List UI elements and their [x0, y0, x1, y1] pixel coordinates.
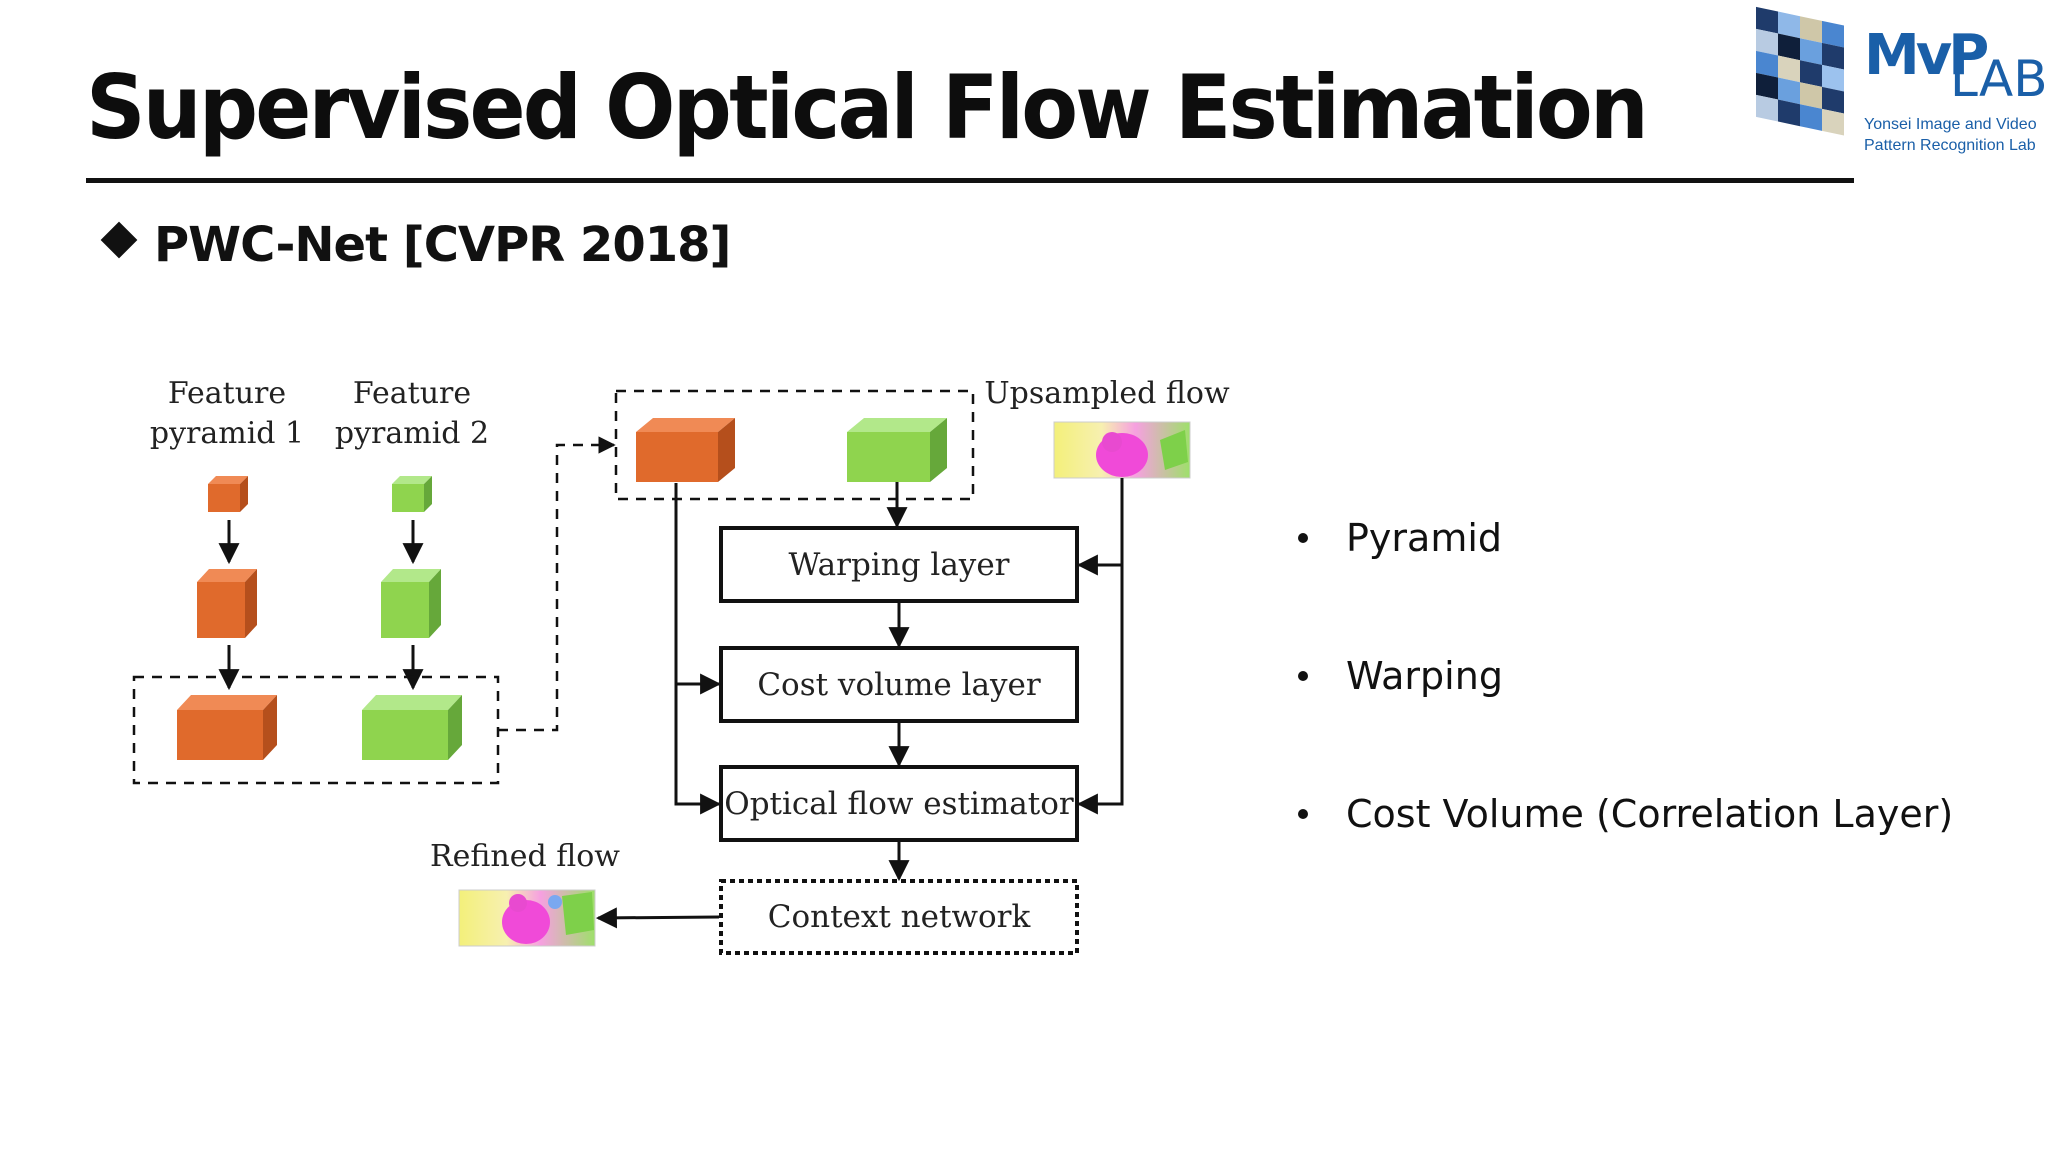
logo-mark: MvP [1864, 23, 1989, 88]
pyramid-2-level-small [392, 476, 432, 512]
bullet-dot-icon [1298, 533, 1308, 543]
optical-flow-estimator-label: Optical flow estimator [724, 786, 1074, 822]
context-network-label: Context network [768, 899, 1031, 935]
pyramid-2-level-large [362, 695, 462, 760]
warping-layer-block [719, 526, 1079, 603]
feature-pyramid-2-label-line2: pyramid 2 [335, 416, 489, 451]
logo-mosaic-icon [1756, 6, 1844, 136]
pyramid-2-level-medium [381, 569, 441, 638]
subtitle-row: PWC-Net [CVPR 2018] [100, 215, 731, 275]
bullet-dot-icon [1298, 809, 1308, 819]
context-to-refined-arrow [595, 907, 720, 929]
subtitle: PWC-Net [CVPR 2018] [154, 217, 731, 273]
level-connector-arrow [498, 436, 616, 732]
feature-pyramid-1-label-line2: pyramid 1 [150, 416, 304, 451]
feature-pyramid-1-label: Feature [168, 376, 286, 411]
list-item-text: Warping [1346, 654, 1503, 698]
list-item: Warping [1290, 643, 1953, 781]
pyramid-1-level-medium [197, 569, 257, 638]
upsampled-flow-label: Upsampled flow [984, 376, 1230, 411]
logo-caption-line-2: Pattern Recognition Lab [1864, 137, 2036, 154]
flow-to-estimator-arrow [1076, 478, 1124, 815]
slide-title: Supervised Optical Flow Estimation [86, 56, 1649, 159]
title-divider [86, 178, 1854, 183]
current-feature-2 [847, 418, 947, 482]
refined-flow-image [458, 889, 596, 947]
optical-flow-estimator-block [719, 765, 1079, 842]
list-item-text: Pyramid [1346, 516, 1503, 560]
logo-mark-lab: LAB [1950, 50, 2048, 108]
logo-caption-line-1: Yonsei Image and Video [1864, 116, 2037, 133]
lab-logo: MvP LAB Yonsei Image and Video Pattern R… [1752, 6, 2048, 176]
warping-layer-label: Warping layer [789, 547, 1010, 583]
feature1-to-estimator-arrow [674, 483, 722, 815]
key-points-list: Pyramid Warping Cost Volume (Correlation… [1290, 505, 1953, 919]
upsampled-flow-image [1053, 421, 1191, 479]
refined-flow-label: Refined flow [430, 839, 620, 874]
list-item: Pyramid [1290, 505, 1953, 643]
cost-volume-layer-label: Cost volume layer [757, 667, 1041, 703]
bullet-dot-icon [1298, 671, 1308, 681]
context-network-block [719, 879, 1079, 955]
pyramid-1-level-small [208, 476, 248, 512]
feature-pyramid-2-label: Feature [353, 376, 471, 411]
list-item: Cost Volume (Correlation Layer) [1290, 781, 1953, 919]
list-item-text: Cost Volume (Correlation Layer) [1346, 792, 1954, 836]
pyramid-1-level-large [177, 695, 277, 760]
current-feature-1 [636, 418, 735, 482]
